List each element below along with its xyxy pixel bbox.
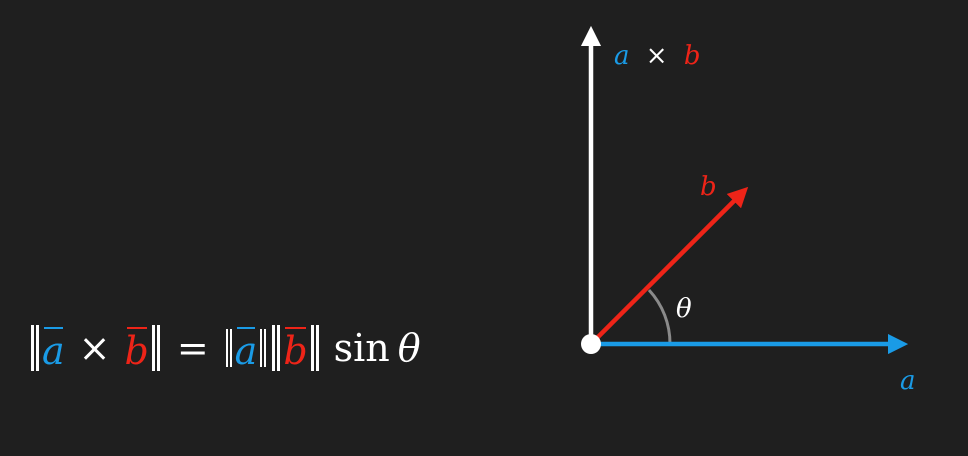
- formula-lhs-a: a: [42, 323, 65, 373]
- angle-arc: [647, 288, 672, 345]
- norm-close-bars: [151, 325, 161, 371]
- vector-b-label: b: [700, 172, 717, 202]
- cross-label: a × b: [614, 41, 701, 71]
- norm-a-open: [225, 329, 233, 367]
- cross-product-magnitude-formula: a × b = a b sin θ: [28, 318, 421, 378]
- norm-a-close: [259, 329, 267, 367]
- norm-open-bars: [30, 325, 40, 371]
- vector-b: [589, 186, 749, 346]
- formula-theta: θ: [397, 326, 421, 370]
- vector-a-label: a: [900, 366, 916, 396]
- formula-lhs-b: b: [125, 323, 149, 373]
- formula-sin: sin: [333, 326, 390, 370]
- norm-b-close: [310, 325, 320, 371]
- cross-label-times: ×: [646, 41, 668, 71]
- formula-times: ×: [78, 326, 111, 370]
- norm-b-open: [271, 325, 281, 371]
- formula-rhs-b: b: [283, 323, 308, 373]
- formula-equals: =: [176, 326, 209, 370]
- cross-label-b: b: [684, 41, 701, 71]
- origin-point: [581, 334, 601, 354]
- cross-label-a: a: [614, 41, 630, 71]
- formula-rhs-a: a: [235, 323, 257, 373]
- angle-label: θ: [676, 294, 692, 324]
